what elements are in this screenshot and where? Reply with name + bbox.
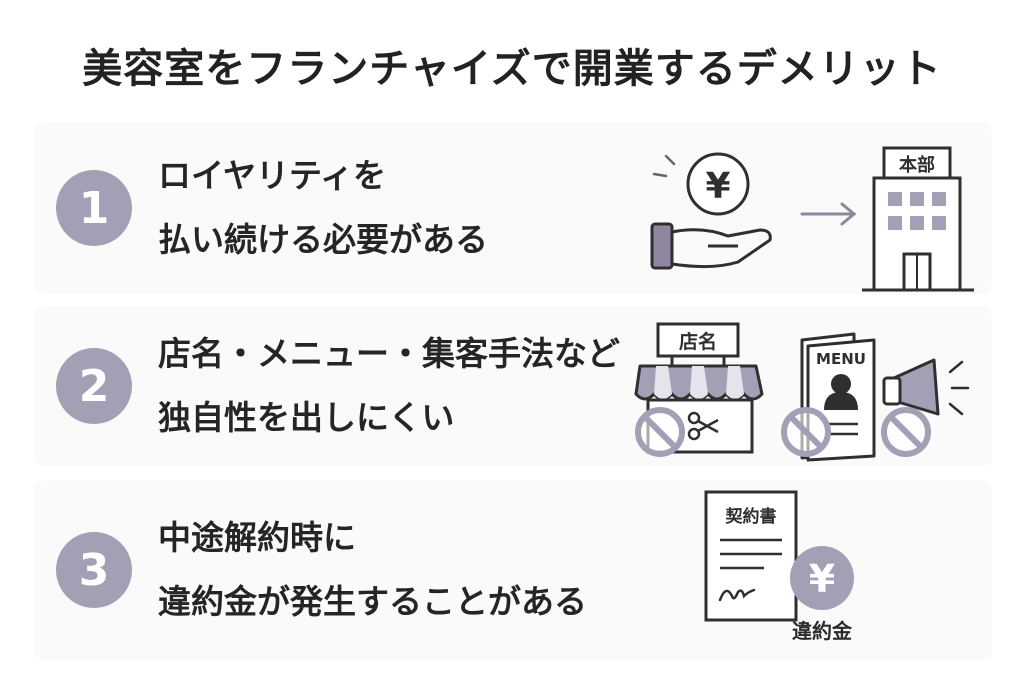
menu-book-icon: MENU [781,332,876,462]
prohibited-icon [781,407,831,457]
prohibited-icon [881,407,931,457]
page-title: 美容室をフランチャイズで開業するデメリット [82,46,942,92]
penalty-yen-symbol: ¥ [809,557,835,601]
yen-coin-icon: ¥ [686,152,750,216]
demerit-item-1: 1 ロイヤリティを 払い続ける必要がある ¥ 本部 [34,122,992,294]
scissors-icon [687,411,719,441]
yen-coin-icon: ¥ [790,546,854,610]
number-badge-2: 2 [56,348,132,424]
number-badge-1: 1 [56,170,132,246]
contract-document-icon: 契約書 [704,490,798,622]
demerit-3-line-2: 違約金が発生することがある [158,582,587,621]
coin-yen-symbol: ¥ [705,166,730,207]
royalty-illustration: ¥ 本部 [650,146,974,292]
hand-icon [650,222,772,270]
store-icon: 店名 [634,322,764,457]
no-originality-illustration: 店名 MENU [634,322,970,462]
headquarters-label: 本部 [899,154,935,176]
demerit-item-3: 3 中途解約時に 違約金が発生することがある 契約書 ¥ 違約金 [34,480,992,660]
penalty-illustration: 契約書 ¥ 違約金 [704,490,854,643]
person-silhouette-icon [824,374,858,410]
demerit-item-2: 2 店名・メニュー・集客手法など 独自性を出しにくい 店名 MENU [34,306,992,466]
megaphone-icon [881,358,970,457]
number-badge-3: 3 [56,532,132,608]
penalty-label: 違約金 [792,619,853,643]
demerit-1-line-2: 払い続ける必要がある [158,220,488,259]
demerit-2-line-1: 店名・メニュー・集客手法など [158,334,620,373]
demerit-text-1: ロイヤリティを 払い続ける必要がある [158,144,488,272]
demerit-2-line-2: 独自性を出しにくい [158,398,455,437]
signature-icon [718,588,756,602]
demerit-text-3: 中途解約時に 違約金が発生することがある [158,506,587,634]
demerit-1-line-1: ロイヤリティを [158,156,387,195]
arrow-right-icon [800,202,857,226]
prohibited-icon [635,407,685,457]
headquarters-building-icon: 本部 [862,146,974,292]
sparkle-icon [652,154,676,178]
menu-label: MENU [816,350,866,368]
demerit-3-line-1: 中途解約時に [158,518,356,557]
demerit-text-2: 店名・メニュー・集客手法など 独自性を出しにくい [158,322,620,450]
contract-title: 契約書 [725,506,777,527]
store-sign-text: 店名 [679,330,717,353]
